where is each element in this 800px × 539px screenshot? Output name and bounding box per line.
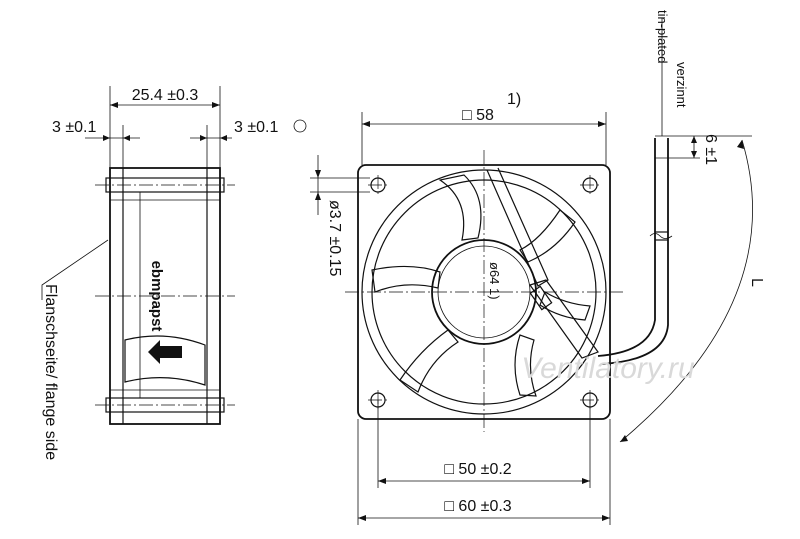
rotation-arrow-icon: [148, 340, 182, 364]
side-view: ebmpapst 25.4 ±0.3 3 ±0.1 3 ±0.1 Flansch…: [41, 86, 307, 460]
note-circle-icon: [293, 119, 307, 133]
length-arc: [619, 139, 753, 443]
top-note-mark: 1): [507, 91, 521, 108]
wire-2: [601, 138, 669, 365]
overall-dim: □ 60 ±0.3: [444, 498, 511, 515]
left-flange-dim: 3 ±0.1: [52, 119, 96, 136]
side-width-dim: 25.4 ±0.3: [132, 87, 199, 104]
hole-spacing-dim: □ 50 ±0.2: [444, 461, 511, 478]
flange-side-label: Flanschseite/ flange side: [42, 284, 59, 460]
tin-label-de: verzinnt: [674, 62, 689, 108]
length-label: L: [748, 278, 765, 287]
rotation-window: [124, 335, 206, 386]
right-flange-dim: 3 ±0.1: [234, 119, 278, 136]
wire-1: [597, 138, 656, 357]
watermark: Ventilatory.ru: [521, 352, 695, 385]
top-dim: □ 58: [462, 107, 494, 124]
flange-side-leader: [41, 239, 109, 300]
cable-exit: [529, 279, 599, 359]
hole-dim: ø3.7 ±0.15: [326, 200, 343, 276]
tin-label-en: tin-plated: [655, 10, 670, 63]
brand-logo: ebmpapst: [148, 261, 165, 332]
strip-length-dim: 6 ±1: [702, 134, 719, 165]
hub-dim: ø64 1): [487, 262, 502, 300]
cable: 6 ±1 verzinnt tin-plated L: [597, 10, 765, 443]
housing-strut: [486, 167, 549, 287]
side-body-outline: [109, 167, 221, 425]
front-view: □ 58 1) ø3.7 ±0.15 ø64 1) □ 50 ±0.2 □ 60…: [310, 91, 625, 525]
